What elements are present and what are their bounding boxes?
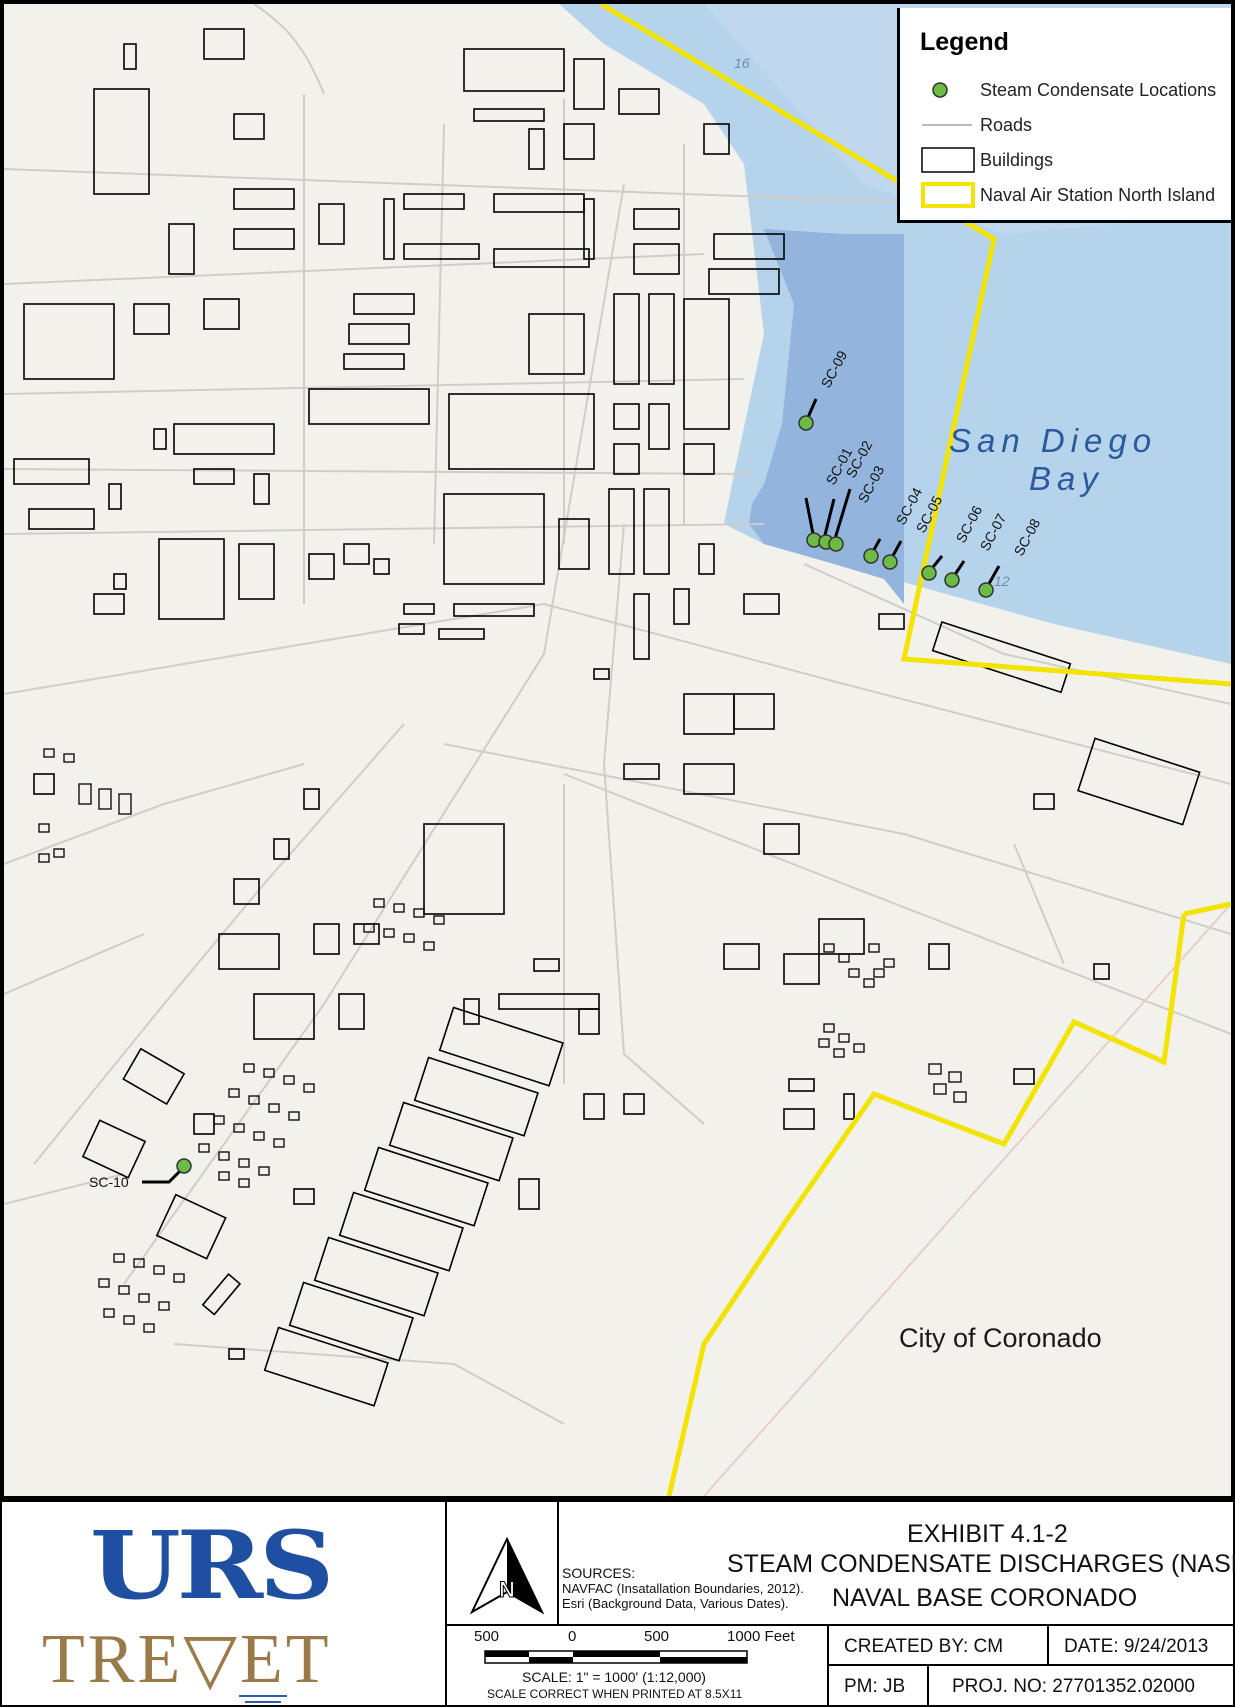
sources-line: Esri (Background Data, Various Dates). [562, 1596, 789, 1611]
depth-label-12: 12 [994, 573, 1010, 589]
scale-tick-label: 1000 Feet [727, 1628, 795, 1645]
exhibit-subject: STEAM CONDENSATE DISCHARGES (NASNI) [727, 1550, 1235, 1578]
legend-item-label: Roads [980, 115, 1033, 135]
location-markers [176, 415, 994, 1174]
water-label-bay: Bay [1029, 460, 1104, 497]
legend: Legend Steam Condensate Locations Roads … [897, 8, 1231, 223]
city-label: City of Coronado [899, 1323, 1102, 1353]
boundary-box-icon [921, 182, 975, 208]
marker-sc-08[interactable] [978, 582, 994, 598]
marker-sc-04[interactable] [863, 548, 879, 564]
legend-item-label: Steam Condensate Locations [980, 80, 1217, 100]
pier-basin-water [749, 229, 904, 604]
marker-sc-09[interactable] [798, 415, 814, 431]
divider [445, 1624, 1235, 1626]
scale-text: SCALE: 1" = 1000' (1:12,000) [522, 1669, 706, 1685]
divider [1047, 1624, 1049, 1664]
green-dot-icon [932, 82, 948, 98]
marker-sc-07[interactable] [944, 572, 960, 588]
map-frame[interactable]: 16 12 San Diego Bay City of Coronado [0, 0, 1235, 1500]
legend-item: Steam Condensate Locations [920, 76, 1230, 104]
scale-tick-label: 500 [474, 1628, 500, 1645]
divider [927, 1664, 929, 1707]
boundary-east [1183, 901, 1231, 917]
legend-title: Legend [920, 28, 1009, 56]
exhibit-number: EXHIBIT 4.1-2 [907, 1520, 1068, 1548]
scale-bar [484, 1650, 748, 1664]
location-label: SC-10 [89, 1174, 129, 1190]
legend-item: Naval Air Station North Island [920, 181, 1230, 209]
scale-note: SCALE CORRECT WHEN PRINTED AT 8.5X11 [487, 1687, 743, 1701]
trevet-wave-icon [245, 1701, 281, 1703]
north-arrow-icon: N [469, 1537, 545, 1615]
map-canvas[interactable]: 16 12 San Diego Bay City of Coronado [4, 4, 1231, 1496]
boundary-south [666, 913, 1187, 1496]
water-label-san-diego: San Diego [949, 422, 1157, 459]
sources-line: NAVFAC (Insatallation Boundaries, 2012). [562, 1581, 804, 1596]
date: DATE: 9/24/2013 [1064, 1636, 1209, 1657]
boundary-north [599, 4, 1231, 687]
legend-item-label: Buildings [980, 150, 1054, 170]
urs-logo: URS [90, 1510, 334, 1621]
residential-buildings [38, 748, 967, 1333]
road-network [4, 4, 1231, 1425]
divider [557, 1502, 559, 1624]
marker-sc-10[interactable] [176, 1158, 192, 1174]
depth-label-16: 16 [734, 55, 750, 71]
marker-sc-05[interactable] [882, 554, 898, 570]
marker-sc-06[interactable] [921, 565, 937, 581]
facility-name: NAVAL BASE CORONADO [832, 1584, 1138, 1612]
building-box-icon [921, 147, 975, 173]
city-gridline [703, 903, 1231, 1496]
trevet-logo: TRE▽ET [42, 1621, 332, 1698]
project-manager: PM: JB [844, 1676, 906, 1697]
buildings [13, 28, 1201, 1407]
title-block: URS TRE▽ET N SOURCES: NAVFAC (Insatallat… [0, 1500, 1235, 1707]
project-number: PROJ. NO: 27701352.02000 [952, 1676, 1195, 1697]
north-arrow-letter: N [499, 1577, 515, 1602]
created-by: CREATED BY: CM [844, 1636, 1004, 1657]
legend-item: Roads [920, 111, 1230, 139]
scale-tick-label: 0 [568, 1628, 577, 1645]
marker-sc-03[interactable] [828, 536, 844, 552]
divider [827, 1664, 1235, 1666]
legend-item: Buildings [920, 146, 1230, 174]
sources-heading: SOURCES: [562, 1565, 636, 1581]
road-line-icon [922, 124, 972, 126]
trevet-wave-icon [239, 1695, 287, 1697]
logo-area: URS TRE▽ET [2, 1502, 445, 1707]
legend-item-label: Naval Air Station North Island [980, 185, 1216, 205]
scale-tick-label: 500 [644, 1628, 670, 1645]
divider [445, 1502, 447, 1707]
